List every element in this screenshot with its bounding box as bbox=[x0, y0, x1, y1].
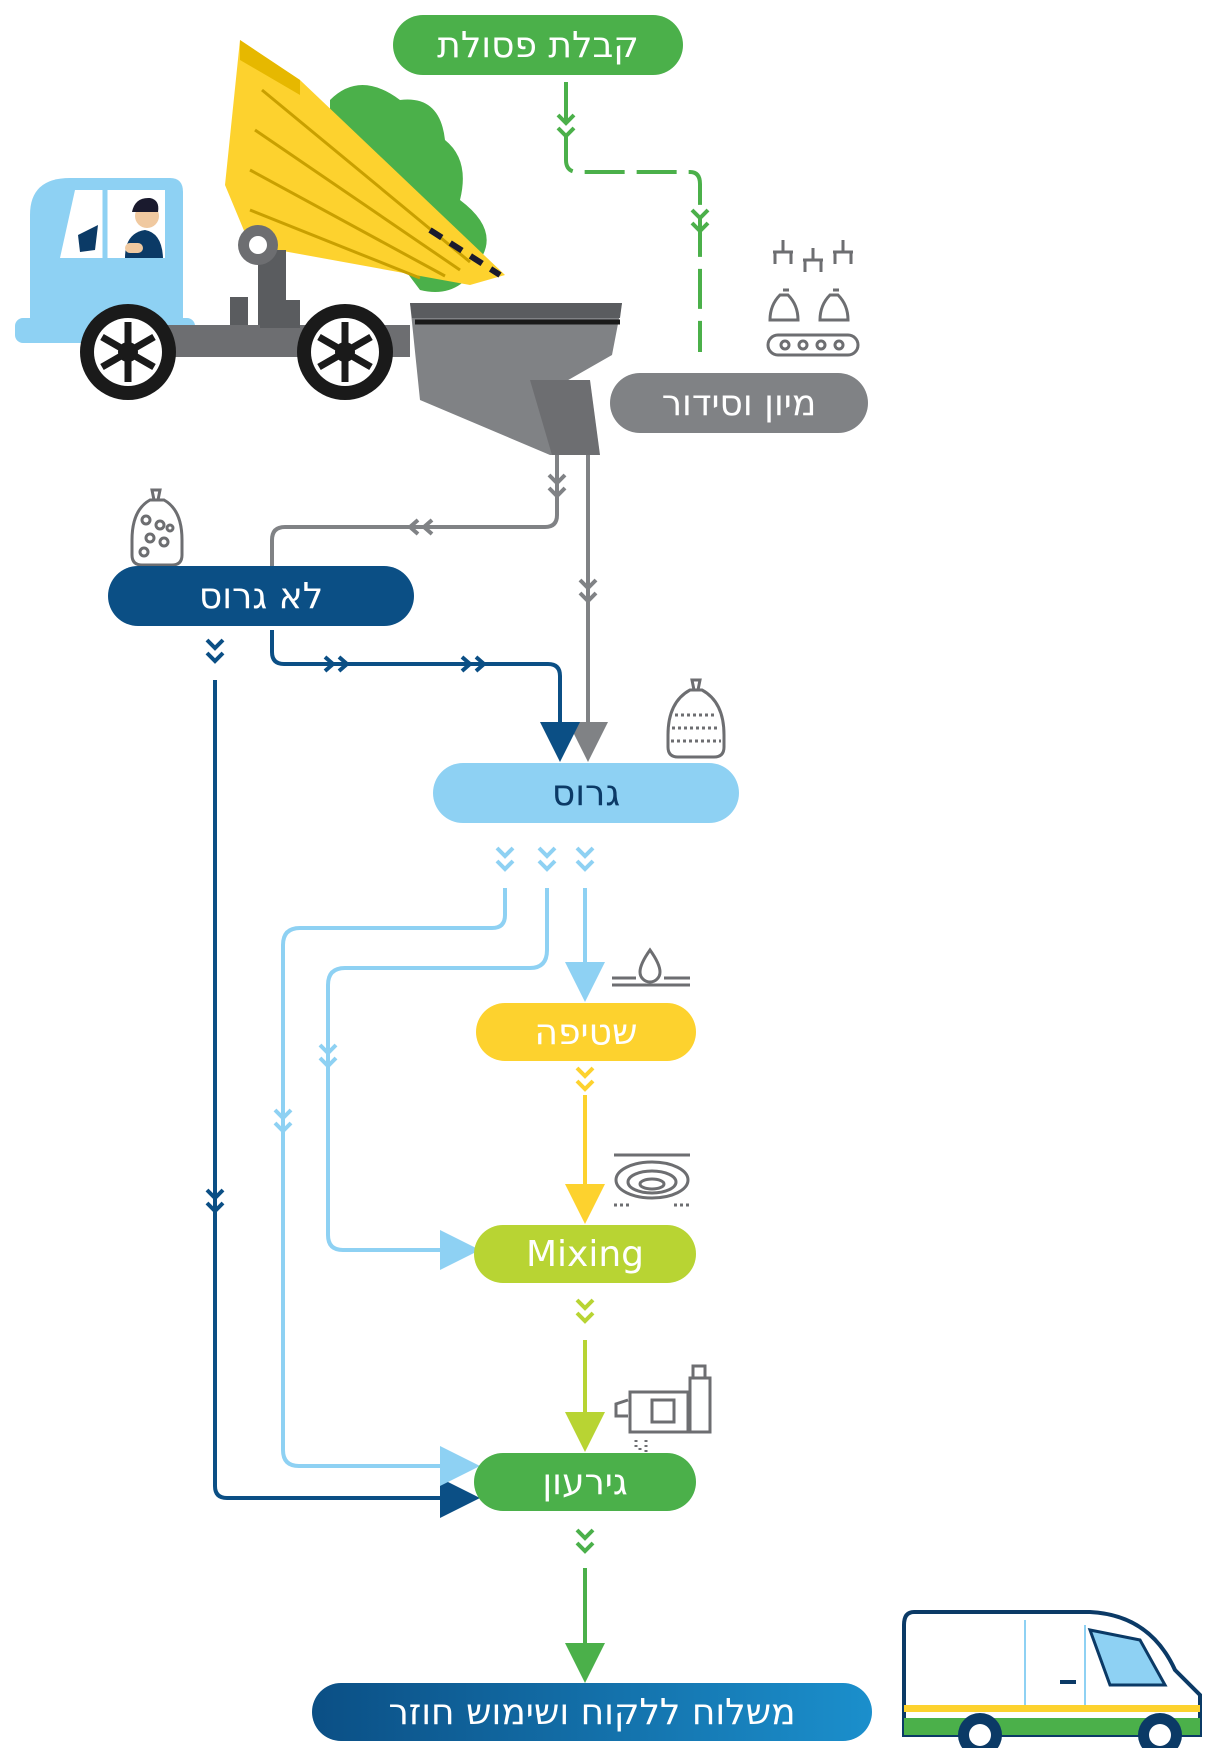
flow-hopper-split bbox=[270, 455, 608, 762]
flow-granulation-to-shipping bbox=[565, 1528, 605, 1683]
node-crushed: גרוס bbox=[433, 763, 739, 823]
node-wash: שטיפה bbox=[476, 1003, 696, 1061]
dump-truck-icon bbox=[15, 40, 505, 400]
flow-notcrushed bbox=[205, 630, 580, 1518]
granulator-machine-icon bbox=[614, 1364, 712, 1454]
bag-crushed-icon bbox=[666, 678, 726, 759]
node-shipping: משלוח ללקוח ושימוש חוזר bbox=[312, 1683, 872, 1741]
sorting-conveyor-icon bbox=[766, 240, 860, 357]
node-mixing: Mixing bbox=[474, 1225, 696, 1283]
delivery-van-icon bbox=[902, 1610, 1202, 1748]
flow-mixing-to-granulation bbox=[565, 1298, 605, 1452]
node-sorting: מיון וסידור bbox=[610, 373, 868, 433]
water-drop-icon bbox=[612, 947, 690, 987]
node-receive-waste: קבלת פסולת bbox=[393, 15, 683, 75]
flow-crushed-branches bbox=[273, 846, 605, 1486]
node-not-crushed: לא גרוס bbox=[108, 566, 414, 626]
hopper-icon bbox=[410, 303, 622, 455]
flow-receive-to-sort bbox=[556, 82, 710, 352]
mixing-pool-icon bbox=[614, 1153, 690, 1207]
bag-uncrushed-icon bbox=[130, 488, 184, 567]
node-granulation: גירעון bbox=[474, 1453, 696, 1511]
flow-wash-to-mixing bbox=[565, 1066, 605, 1224]
